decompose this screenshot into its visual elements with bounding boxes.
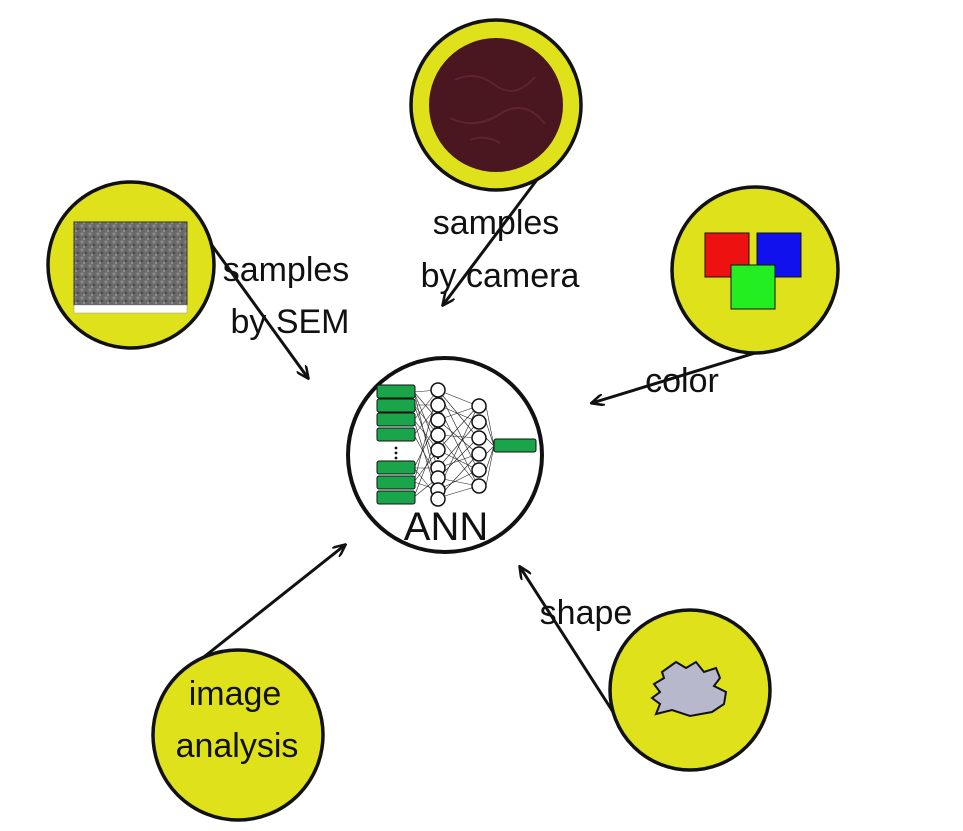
sem-sample-node xyxy=(46,180,216,350)
camera-sample-node xyxy=(409,18,583,192)
green-square xyxy=(730,264,776,310)
sem-scale-bar xyxy=(73,304,188,314)
shape-node xyxy=(608,608,772,772)
powder-sample-image xyxy=(429,38,563,172)
arrow-camera-to-ann xyxy=(443,164,550,305)
arrow-color-to-ann xyxy=(592,348,766,403)
color-label: color xyxy=(645,362,719,400)
image-analysis-label-line1: image xyxy=(189,675,282,713)
arrow-shape-to-ann xyxy=(520,567,617,716)
sem-micrograph-image xyxy=(73,221,188,306)
image-analysis-node xyxy=(151,648,325,822)
image-analysis-label-line2: analysis xyxy=(176,727,299,765)
blue-square xyxy=(756,232,802,278)
ann-label: ANN xyxy=(404,505,488,549)
shape-label: shape xyxy=(540,594,633,632)
connector-arrows xyxy=(188,164,766,716)
sem-label-line1: samples xyxy=(223,251,350,289)
ann-node xyxy=(346,356,544,554)
sem-label-line2: by SEM xyxy=(230,303,349,341)
camera-label-line1: samples xyxy=(433,204,560,242)
arrow-image-analysis-to-ann xyxy=(189,545,345,670)
neural-network-icon xyxy=(376,382,537,507)
particle-shape-icon xyxy=(650,660,728,718)
color-node xyxy=(670,185,840,355)
camera-label-line2: by camera xyxy=(421,257,580,295)
